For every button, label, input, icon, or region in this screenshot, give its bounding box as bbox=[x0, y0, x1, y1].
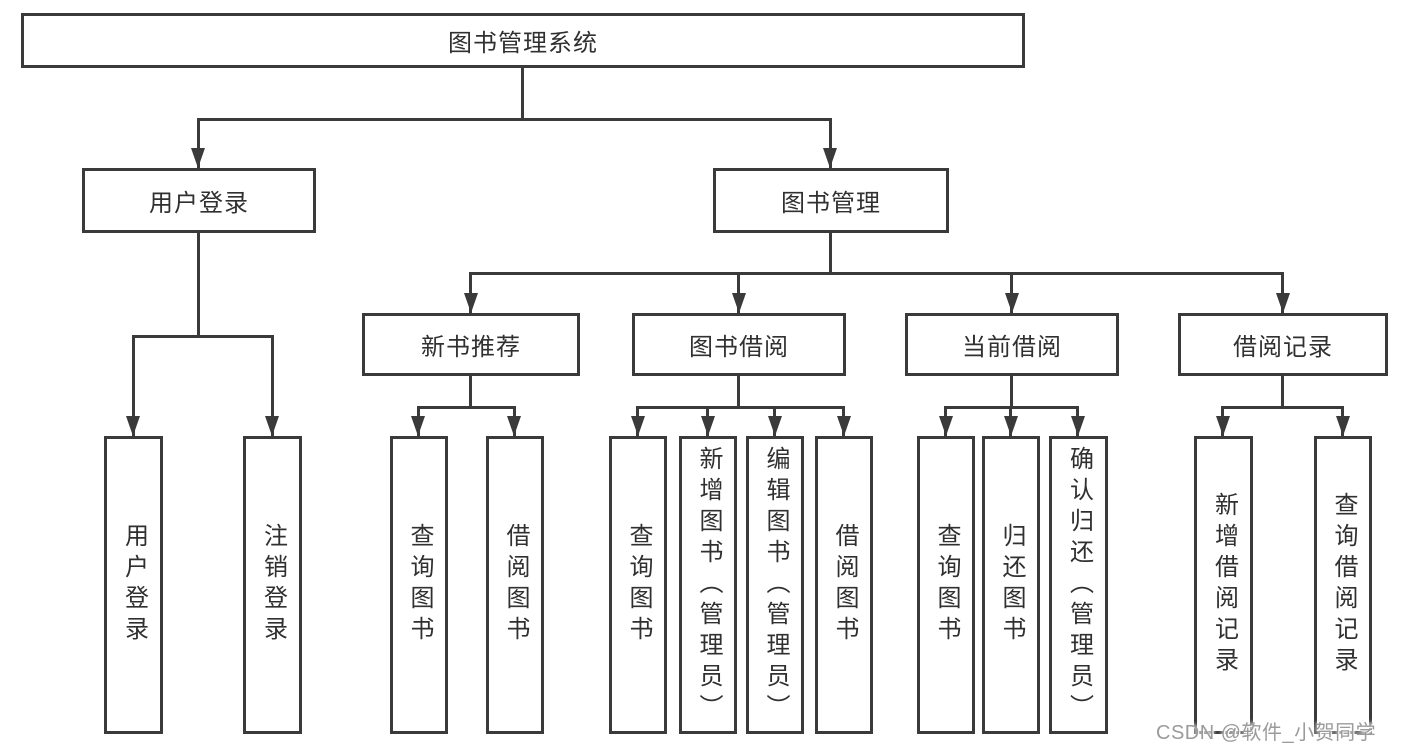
leaf-borrowing-add-book-admin: 新增图书（管理员） bbox=[679, 436, 737, 734]
arrowhead-icon bbox=[191, 148, 205, 168]
node-label: 当前借阅 bbox=[962, 334, 1062, 361]
node-label: 查询借阅记录 bbox=[1330, 492, 1357, 678]
arrowhead-icon bbox=[1071, 416, 1085, 436]
leaf-records-add-record: 新增借阅记录 bbox=[1194, 436, 1253, 734]
arrowhead-icon bbox=[411, 416, 425, 436]
leaf-current-return-book: 归还图书 bbox=[982, 436, 1040, 734]
node-current-borrowing: 当前借阅 bbox=[905, 313, 1119, 376]
arrowhead-icon bbox=[1005, 293, 1019, 313]
arrowhead-icon bbox=[1004, 416, 1018, 436]
connector-line bbox=[197, 118, 200, 168]
leaf-records-query-record: 查询借阅记录 bbox=[1314, 436, 1372, 734]
arrowhead-icon bbox=[1336, 416, 1350, 436]
connector-line bbox=[829, 233, 832, 272]
connector-line bbox=[636, 406, 845, 409]
arrowhead-icon bbox=[732, 293, 746, 313]
connector-line bbox=[1010, 272, 1013, 313]
connector-line bbox=[521, 68, 524, 118]
connector-line bbox=[197, 233, 200, 335]
leaf-borrowing-edit-book-admin: 编辑图书（管理员） bbox=[746, 436, 804, 734]
arrowhead-icon bbox=[265, 416, 279, 436]
connector-line bbox=[737, 376, 740, 406]
leaf-recommend-borrow-book: 借阅图书 bbox=[486, 436, 544, 734]
node-label: 查询图书 bbox=[406, 523, 433, 647]
node-label: 图书管理 bbox=[781, 190, 881, 217]
node-label: 用户登录 bbox=[149, 190, 249, 217]
arrowhead-icon bbox=[1216, 416, 1230, 436]
connector-line bbox=[829, 118, 832, 168]
connector-line bbox=[132, 335, 274, 338]
arrowhead-icon bbox=[939, 416, 953, 436]
csdn-watermark: CSDN @软件_小贺同学 bbox=[1156, 722, 1377, 744]
node-label: 确认归还（管理员） bbox=[1065, 445, 1093, 725]
leaf-current-confirm-return-admin: 确认归还（管理员） bbox=[1049, 436, 1108, 734]
node-label: 借阅记录 bbox=[1233, 334, 1333, 361]
arrowhead-icon bbox=[507, 416, 521, 436]
node-user-login: 用户登录 bbox=[82, 168, 316, 233]
leaf-borrowing-query-book: 查询图书 bbox=[609, 436, 667, 734]
leaf-recommend-query-book: 查询图书 bbox=[390, 436, 448, 734]
node-borrowing-records: 借阅记录 bbox=[1178, 313, 1388, 376]
connector-line bbox=[469, 272, 1284, 275]
connector-line bbox=[271, 335, 274, 436]
node-label: 归还图书 bbox=[998, 523, 1025, 647]
node-label: 用户登录 bbox=[120, 523, 148, 647]
leaf-borrowing-borrow-book: 借阅图书 bbox=[815, 436, 873, 734]
arrowhead-icon bbox=[1276, 293, 1290, 313]
node-label: 新书推荐 bbox=[421, 334, 521, 361]
arrowhead-icon bbox=[464, 293, 478, 313]
connector-line bbox=[737, 272, 740, 313]
node-label: 借阅图书 bbox=[502, 523, 529, 647]
connector-line bbox=[1010, 376, 1013, 406]
node-label: 编辑图书（管理员） bbox=[762, 445, 789, 725]
node-label: 借阅图书 bbox=[831, 523, 858, 647]
node-label: 新增图书（管理员） bbox=[695, 445, 722, 725]
arrowhead-icon bbox=[837, 416, 851, 436]
leaf-logout: 注销登录 bbox=[243, 436, 302, 734]
leaf-current-query-book: 查询图书 bbox=[917, 436, 975, 734]
node-label: 图书借阅 bbox=[689, 334, 789, 361]
connector-line bbox=[1281, 376, 1284, 406]
connector-line bbox=[1221, 406, 1344, 409]
node-label: 查询图书 bbox=[933, 523, 960, 647]
node-new-book-recommendation: 新书推荐 bbox=[362, 313, 580, 376]
node-library-management-system: 图书管理系统 bbox=[21, 13, 1025, 68]
connector-line bbox=[132, 335, 135, 436]
node-label: 注销登录 bbox=[259, 523, 287, 647]
arrowhead-icon bbox=[631, 416, 645, 436]
node-label: 图书管理系统 bbox=[448, 30, 598, 57]
connector-line bbox=[469, 376, 472, 406]
connector-line bbox=[417, 406, 516, 409]
arrowhead-icon bbox=[126, 416, 140, 436]
arrowhead-icon bbox=[701, 416, 715, 436]
node-label: 新增借阅记录 bbox=[1210, 492, 1238, 678]
node-book-borrowing: 图书借阅 bbox=[632, 313, 846, 376]
connector-line bbox=[197, 118, 832, 121]
node-label: 查询图书 bbox=[625, 523, 652, 647]
node-book-management: 图书管理 bbox=[713, 168, 949, 233]
connector-line bbox=[1281, 272, 1284, 313]
connector-line bbox=[469, 272, 472, 313]
arrowhead-icon bbox=[768, 416, 782, 436]
leaf-user-login: 用户登录 bbox=[104, 436, 163, 734]
arrowhead-icon bbox=[823, 148, 837, 168]
